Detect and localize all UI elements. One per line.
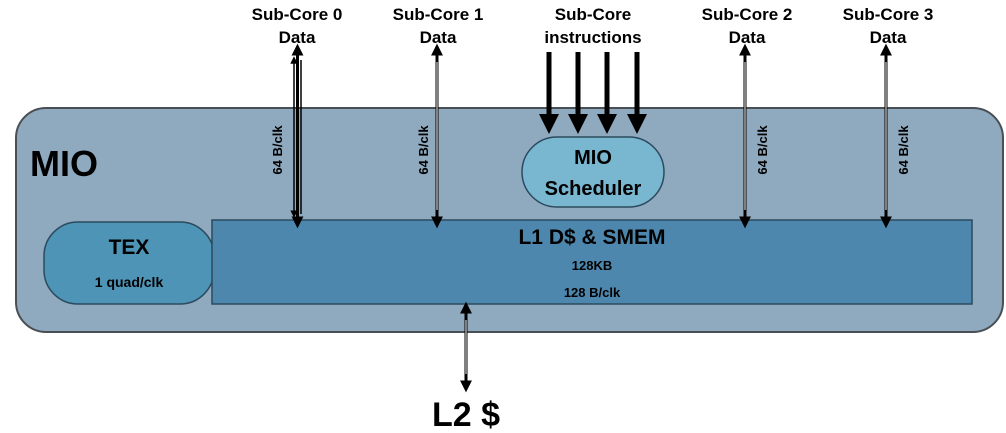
l1-bandwidth: 128 B/clk [564,285,621,300]
l1-title: L1 D$ & SMEM [518,226,665,249]
l1-box [211,219,973,305]
subcore-1-bandwidth: 64 B/clk [416,125,431,175]
subcore-0-label2: Data [279,28,316,47]
subcore-3-bandwidth: 64 B/clk [896,125,911,175]
scheduler-line2: Scheduler [545,178,642,200]
subcore-3-label2: Data [870,28,907,47]
subcore-0-arrow [290,43,304,229]
mio-title: MIO [30,143,98,184]
subcore-1-label1: Sub-Core 1 [393,5,484,24]
subcore-2-label1: Sub-Core 2 [702,5,793,24]
instruction-arrows [539,52,647,134]
arrow-inner-stripes [436,62,887,210]
l2-label: L2 $ [432,396,500,433]
tex-rate: 1 quad/clk [95,274,164,290]
tex-title: TEX [109,236,150,259]
mio-scheduler-box [521,136,665,208]
l1-size: 128KB [572,258,612,273]
subcore-2-label2: Data [729,28,766,47]
subcore-0-bandwidth: 64 B/clk [270,125,285,175]
tex-box [43,221,215,305]
scheduler-line1: MIO [574,147,612,169]
subcore-instructions-label2: instructions [544,28,641,47]
subcore-2-bandwidth: 64 B/clk [755,125,770,175]
subcore-0-label1: Sub-Core 0 [252,5,343,24]
subcore-instructions-label1: Sub-Core [555,5,632,24]
subcore-3-label1: Sub-Core 3 [843,5,934,24]
subcore-1-label2: Data [420,28,457,47]
